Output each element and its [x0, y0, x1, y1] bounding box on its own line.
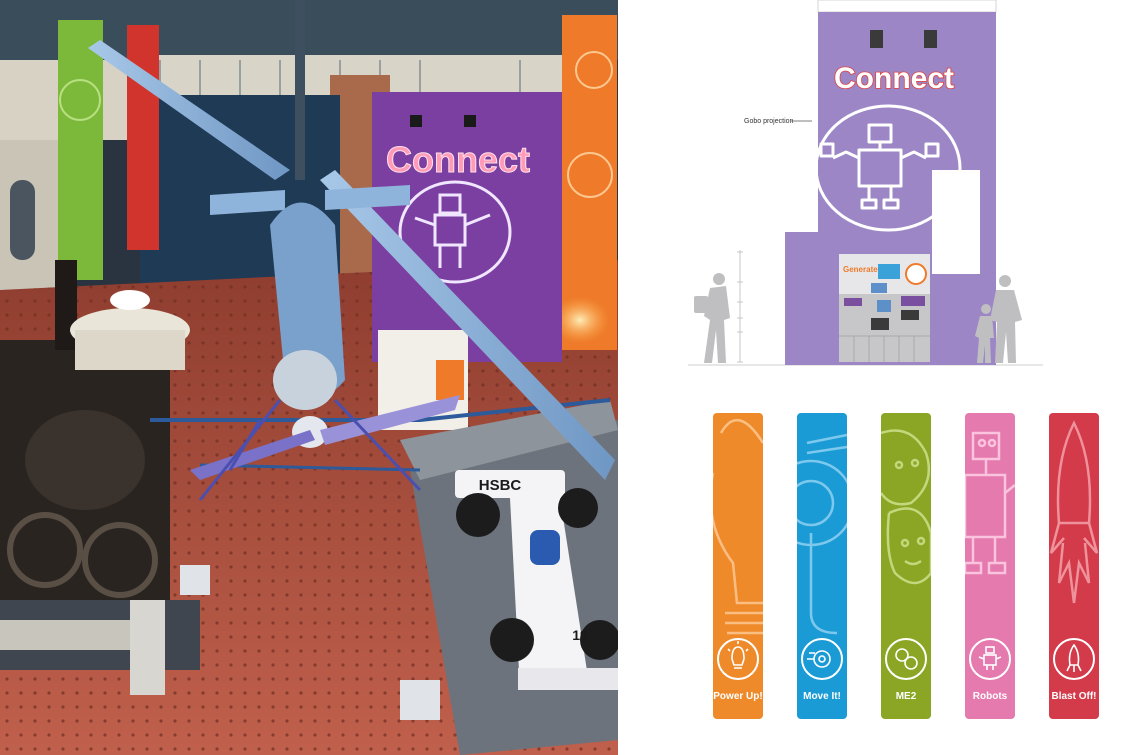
banner-me2: ME2: [881, 413, 931, 719]
wheel-icon: [797, 433, 847, 635]
banner-label: Move It!: [803, 691, 841, 702]
banner-move-it: Move It!: [797, 413, 847, 719]
scale-figure-adult-right: [990, 275, 1022, 363]
scale-figure-adult-left: [694, 273, 730, 363]
banner-label: Robots: [972, 691, 1008, 702]
banner-label: Blast Off!: [1051, 691, 1097, 702]
banner-label: ME2: [895, 691, 917, 702]
museum-hall-photo: Connect HSBC: [0, 0, 618, 755]
rocket-icon: [1049, 420, 1099, 604]
elevation-connect-sign: Connect: [834, 62, 954, 95]
scale-figure-child: [975, 304, 994, 363]
robot-icon: [965, 431, 1015, 575]
banner-blast-off: Blast Off!: [1049, 413, 1099, 719]
generate-kiosk: Generate: [839, 254, 930, 362]
banner-power-up: Power Up!: [713, 413, 763, 719]
kiosk-title: Generate: [843, 265, 878, 274]
banner-label: Power Up!: [713, 691, 763, 702]
photo-car-number: 19: [572, 627, 588, 643]
photo-connect-sign: Connect: [386, 139, 530, 180]
lightbulb-icon: [713, 418, 763, 635]
connect-elevation-drawing: Connect Gobo projection: [688, 0, 1048, 380]
theme-banners: Power Up! Move It!: [700, 405, 1120, 725]
faces-icon: [881, 429, 931, 585]
photo-car-sponsor: HSBC: [479, 477, 522, 494]
gobo-robot-icon: [819, 123, 940, 210]
banner-robots: Robots: [965, 413, 1015, 719]
gobo-projection-annotation: Gobo projection: [744, 118, 794, 125]
